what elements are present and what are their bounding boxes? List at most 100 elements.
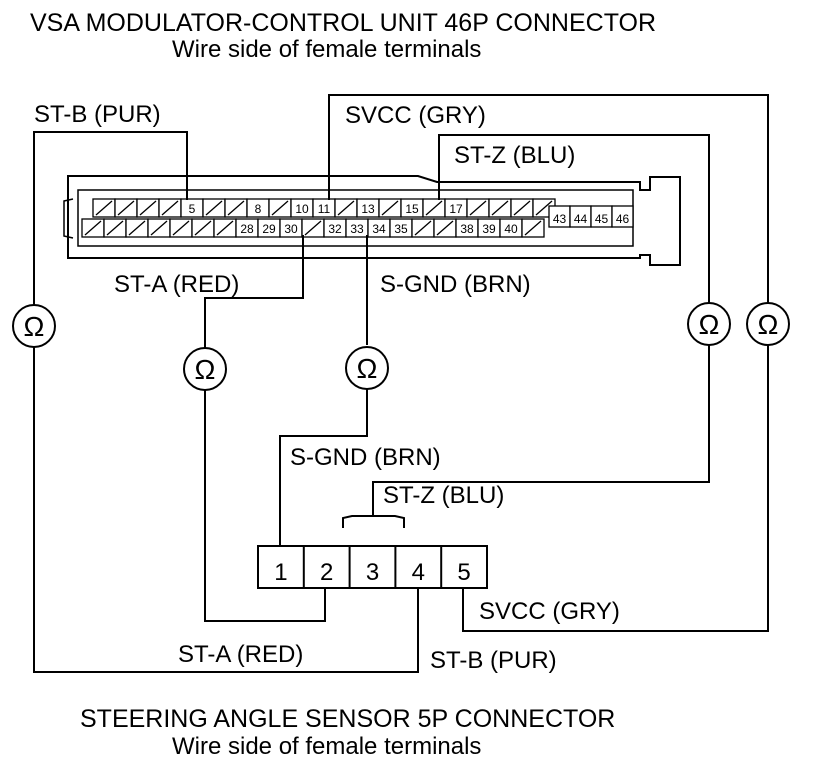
terminal-number: 10 [295,202,309,216]
terminal-number: 43 [553,212,567,226]
terminal-number: 34 [372,222,386,236]
ohmmeter-st-z: Ω [687,302,731,346]
ohm-icon: Ω [195,354,216,385]
terminal-number: 3 [366,559,379,586]
vsa-terminal-blank-14 [378,198,402,218]
label-sensor-st-z: ST-Z (BLU) [383,482,504,509]
label-sensor-s-gnd: S-GND (BRN) [290,444,441,471]
vsa-terminal-blank-6 [202,198,226,218]
sensor-5p-connector: 1 2 3 4 5 [257,515,488,589]
terminal-number: 4 [412,559,425,586]
terminal-number: 11 [318,202,331,216]
vsa-terminal-blank-16 [422,198,446,218]
vsa-terminal-11: 11 [312,198,336,218]
vsa-terminal-43: 43 [548,205,571,228]
vsa-terminal-45: 45 [590,205,613,228]
vsa-terminal-28: 28 [235,218,259,238]
vsa-terminal-blank-19 [488,198,512,218]
vsa-terminal-29: 29 [257,218,281,238]
ohmmeter-svcc: Ω [746,302,790,346]
vsa-terminal-39: 39 [477,218,501,238]
vsa-connector-title: VSA MODULATOR-CONTROL UNIT 46P CONNECTOR [30,9,656,37]
vsa-terminal-15: 15 [400,198,424,218]
vsa-terminal-blank-7 [224,198,248,218]
vsa-terminal-blank-11 [301,218,325,238]
sensor-terminal-4: 4 [394,546,425,588]
terminal-number: 32 [328,222,342,236]
ohm-icon: Ω [24,311,45,342]
vsa-terminal-33: 33 [345,218,369,238]
wires [33,94,769,673]
vsa-terminal-32: 32 [323,218,347,238]
sensor-terminals: 1 2 3 4 5 [274,546,471,588]
ohm-icon: Ω [758,309,779,340]
vsa-terminal-5: 5 [180,198,204,218]
terminal-number: 8 [255,202,262,216]
terminal-number: 1 [274,559,287,586]
vsa-terminal-34: 34 [367,218,391,238]
vsa-terminal-10: 10 [290,198,314,218]
terminal-number: 45 [595,212,609,226]
ohm-icon: Ω [357,353,378,384]
wire-s-gnd [279,235,368,546]
vsa-small-block: 43 44 45 46 [548,205,634,228]
vsa-terminal-blank-5 [169,218,193,238]
terminal-number: 13 [361,202,375,216]
vsa-terminal-blank-21 [521,218,545,238]
ohmmeter-s-gnd: Ω [345,346,389,390]
wire-st-z [372,134,710,528]
vsa-terminal-13: 13 [356,198,380,218]
terminal-number: 33 [350,222,364,236]
label-vsa-st-z: ST-Z (BLU) [454,142,575,169]
terminal-number: 44 [574,212,588,226]
vsa-terminal-blank-4 [158,198,182,218]
label-sensor-st-b: ST-B (PUR) [430,647,557,674]
vsa-terminal-blank-1 [92,198,116,218]
vsa-terminal-8: 8 [246,198,270,218]
sensor-terminal-1: 1 [274,559,287,586]
vsa-top-row: 5 8 10 11 13 15 17 [92,198,556,218]
sensor-terminal-3: 3 [348,546,379,588]
terminal-number: 5 [457,559,470,586]
label-sensor-st-a: ST-A (RED) [178,641,303,668]
sensor-connector-subtitle: Wire side of female terminals [172,733,481,760]
vsa-terminal-blank-1 [81,218,105,238]
terminal-number: 29 [262,222,276,236]
vsa-terminal-38: 38 [455,218,479,238]
vsa-terminal-blank-6 [191,218,215,238]
vsa-terminal-blank-3 [125,218,149,238]
vsa-terminal-blank-2 [114,198,138,218]
label-vsa-s-gnd: S-GND (BRN) [380,271,531,298]
vsa-terminal-35: 35 [389,218,413,238]
vsa-terminal-blank-7 [213,218,237,238]
vsa-terminal-blank-16 [411,218,435,238]
terminal-number: 5 [189,202,196,216]
wire-st-b [33,131,419,673]
wire-st-a [204,235,326,622]
wire-svcc [328,94,769,632]
vsa-terminal-blank-2 [103,218,127,238]
terminal-number: 17 [449,202,463,216]
terminal-number: 30 [284,222,298,236]
vsa-terminal-30: 30 [279,218,303,238]
label-sensor-svcc: SVCC (GRY) [479,598,620,625]
label-vsa-st-b: ST-B (PUR) [34,101,161,128]
terminal-number: 28 [240,222,254,236]
terminal-number: 35 [394,222,408,236]
terminal-number: 15 [405,202,419,216]
vsa-terminal-40: 40 [499,218,523,238]
ohm-icon: Ω [699,309,720,340]
sensor-terminal-5: 5 [440,546,471,588]
terminal-number: 46 [616,212,630,226]
label-vsa-svcc: SVCC (GRY) [345,102,486,129]
terminal-number: 40 [504,222,518,236]
terminal-number: 38 [460,222,474,236]
ohmmeter-st-b: Ω [12,304,56,348]
vsa-terminal-46: 46 [611,205,634,228]
vsa-terminal-44: 44 [569,205,592,228]
terminal-number: 2 [320,559,333,586]
vsa-terminal-blank-20 [510,198,534,218]
